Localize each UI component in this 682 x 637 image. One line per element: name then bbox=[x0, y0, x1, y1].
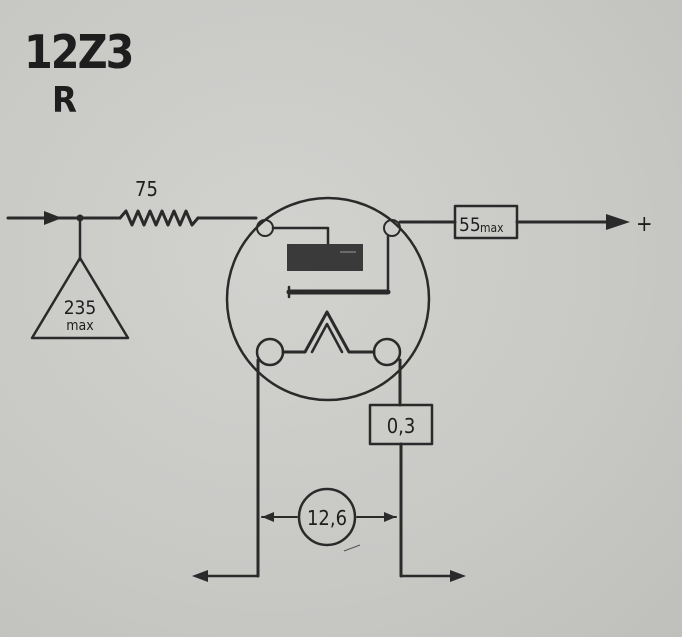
tube-variant-label: R bbox=[52, 80, 77, 121]
max-voltage-unit: max bbox=[66, 318, 94, 334]
heater-filament-inner bbox=[310, 322, 344, 354]
series-resistor bbox=[118, 209, 200, 227]
anode-pin bbox=[383, 219, 401, 237]
heater-voltage-circle bbox=[297, 487, 357, 547]
heater-out-left-arrow-icon bbox=[192, 570, 208, 582]
dimension-arrow-left-icon bbox=[262, 512, 274, 522]
heater-out-right-arrow-icon bbox=[450, 570, 466, 582]
tube-envelope bbox=[225, 196, 431, 402]
max-current-value: 55 bbox=[459, 214, 481, 236]
max-voltage-value: 235 bbox=[64, 297, 97, 319]
output-arrow-icon bbox=[606, 214, 630, 230]
heater-current-label: 0,3 bbox=[387, 414, 416, 438]
tube-type-title: 12Z3 bbox=[24, 25, 132, 79]
heater-pin-right bbox=[372, 337, 402, 367]
max-current-unit: max bbox=[480, 221, 504, 235]
anode-plate bbox=[287, 244, 363, 271]
resistor-value-label: 75 bbox=[135, 177, 158, 201]
anode-lead bbox=[271, 226, 330, 246]
heater-pin-left bbox=[255, 337, 285, 367]
cathode-pin bbox=[256, 219, 274, 237]
dimension-arrow-right-icon bbox=[384, 512, 396, 522]
output-polarity-label: + bbox=[636, 212, 653, 237]
input-arrow-icon bbox=[44, 211, 62, 225]
heater-filament bbox=[281, 310, 376, 354]
pencil-mark bbox=[343, 544, 361, 552]
max-voltage-triangle bbox=[30, 256, 130, 340]
heater-voltage-label: 12,6 bbox=[307, 506, 347, 530]
